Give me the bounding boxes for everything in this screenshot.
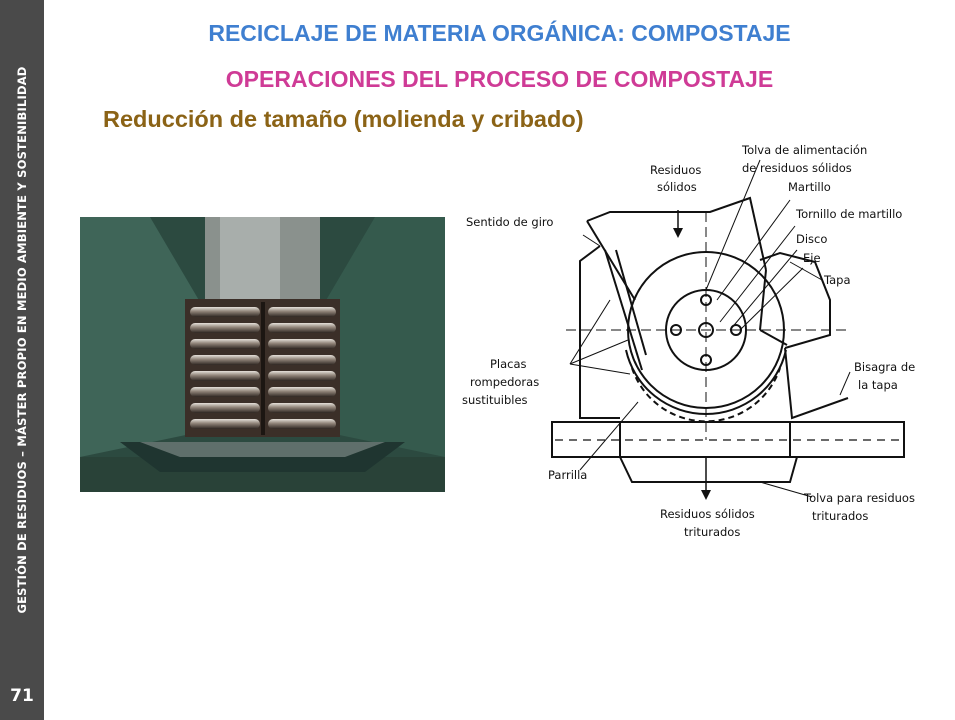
hammer-mill-diagram: Tolva de alimentación de residuos sólido…: [462, 143, 915, 539]
label-solidos: sólidos: [657, 180, 697, 194]
label-residuos-triturados-2: triturados: [684, 525, 740, 539]
label-tolva-triturados-2: triturados: [812, 509, 868, 523]
label-parrilla: Parrilla: [548, 468, 587, 482]
label-tornillo: Tornillo de martillo: [795, 207, 902, 221]
label-martillo: Martillo: [788, 180, 831, 194]
label-placas: Placas: [490, 357, 527, 371]
label-disco: Disco: [796, 232, 827, 246]
label-rompedoras: rompedoras: [470, 375, 539, 389]
course-label: GESTIÓN DE RESIDUOS – MÁSTER PROPIO EN M…: [15, 66, 29, 614]
label-tapa: Tapa: [823, 273, 851, 287]
label-sentido-giro: Sentido de giro: [466, 215, 553, 229]
page-number: 71: [10, 686, 34, 706]
sidebar: GESTIÓN DE RESIDUOS – MÁSTER PROPIO EN M…: [0, 0, 44, 720]
shredder-photo: [80, 217, 445, 492]
label-eje: Eje: [803, 251, 821, 265]
label-bisagra: Bisagra de: [854, 360, 915, 374]
label-tolva-alimentacion-2: de residuos sólidos: [742, 161, 852, 175]
label-tolva-triturados: Tolva para residuos: [803, 491, 915, 505]
label-tolva-alimentacion: Tolva de alimentación: [741, 143, 867, 157]
slide-title: RECICLAJE DE MATERIA ORGÁNICA: COMPOSTAJ…: [208, 20, 791, 46]
section-heading: Reducción de tamaño (molienda y cribado): [103, 106, 584, 132]
label-la-tapa: la tapa: [858, 378, 898, 392]
label-residuos: Residuos: [650, 163, 701, 177]
label-residuos-triturados: Residuos sólidos: [660, 507, 755, 521]
label-sustituibles: sustituibles: [462, 393, 528, 407]
slide-subtitle: OPERACIONES DEL PROCESO DE COMPOSTAJE: [225, 66, 774, 92]
